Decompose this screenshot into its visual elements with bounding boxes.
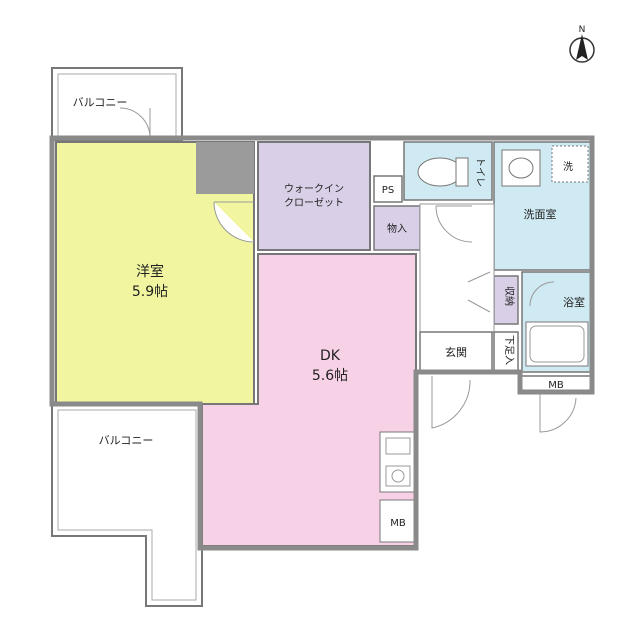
western-room (55, 141, 255, 405)
compass-label: N (579, 25, 586, 35)
washroom (493, 141, 593, 271)
hallway (419, 203, 495, 333)
storage-label: 物入 (387, 222, 407, 235)
balcony-upper-label: バルコニー (73, 96, 128, 109)
closet-small-label: 収納 (503, 286, 516, 306)
wic-line2: クローゼット (284, 197, 344, 209)
outer-wall (49, 135, 595, 551)
ps-label: PS (382, 185, 394, 196)
wic-line1: ウォークイン (284, 183, 344, 195)
shoe-box-label: 下足入 (503, 335, 515, 365)
balcony-lower-label: バルコニー (99, 434, 154, 447)
dk-size: 5.6帖 (312, 368, 348, 384)
storage (373, 205, 421, 251)
washroom-label: 洗面室 (524, 207, 557, 221)
entrance (419, 331, 493, 373)
western-room-name: 洋室 (136, 263, 164, 280)
walk-in-closet (257, 141, 371, 251)
dk-name: DK (320, 348, 341, 364)
shoe-box (493, 331, 519, 373)
mb-top-label: MB (548, 380, 564, 391)
bathroom-label: 浴室 (563, 295, 585, 309)
toilet-room (403, 141, 493, 201)
western-room-size: 5.9帖 (132, 284, 168, 300)
pipe-space (373, 175, 403, 203)
bathroom (521, 271, 593, 373)
upper-balcony (51, 67, 183, 141)
toilet-label: トイレ (474, 157, 485, 187)
compass-icon: N (569, 25, 595, 63)
entrance-label: 玄関 (445, 345, 467, 359)
dk-room (201, 253, 417, 547)
closet-small (493, 275, 519, 325)
washer-label: 洗 (563, 161, 573, 173)
mb-bottom-label: MB (390, 518, 406, 529)
